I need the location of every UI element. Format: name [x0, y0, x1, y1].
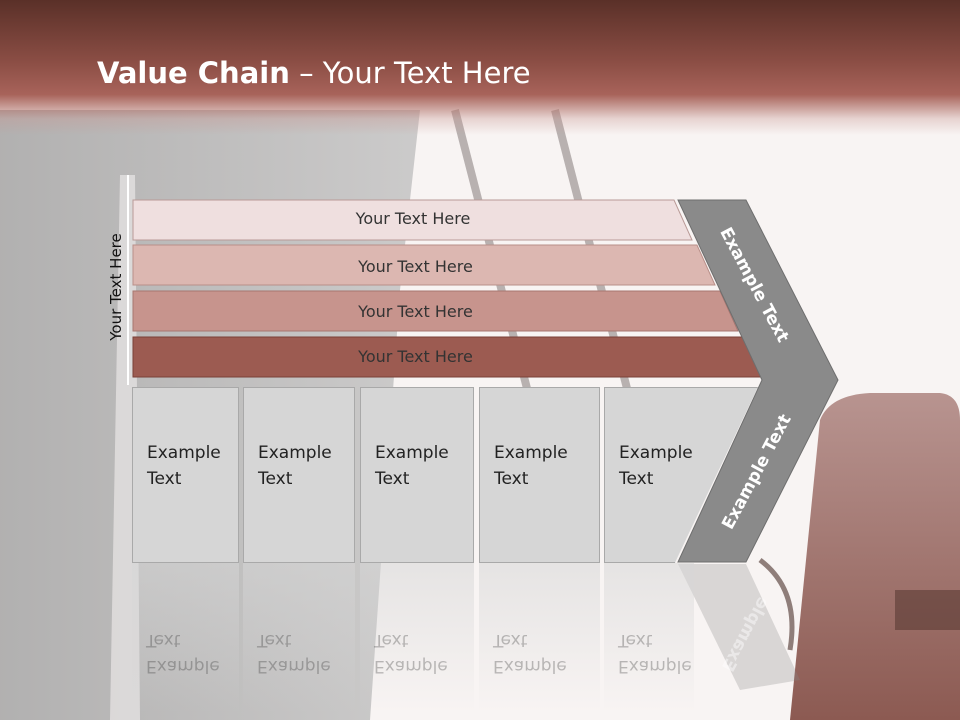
chevron-arrow[interactable]: [677, 199, 839, 563]
slide-title[interactable]: Value Chain – Your Text Here: [97, 56, 531, 90]
row-bar-1[interactable]: [132, 199, 693, 241]
chevron-reflection: [678, 564, 800, 690]
row-label-2: Your Text Here: [358, 257, 473, 276]
row-label-4: Your Text Here: [358, 347, 473, 366]
row-label-3: Your Text Here: [358, 302, 473, 321]
row-label-1: Your Text Here: [355, 209, 471, 228]
row-bar-3[interactable]: [132, 290, 739, 332]
vertical-divider: [127, 175, 129, 385]
title-bar: [0, 0, 960, 135]
row-bar-2[interactable]: [132, 244, 716, 286]
